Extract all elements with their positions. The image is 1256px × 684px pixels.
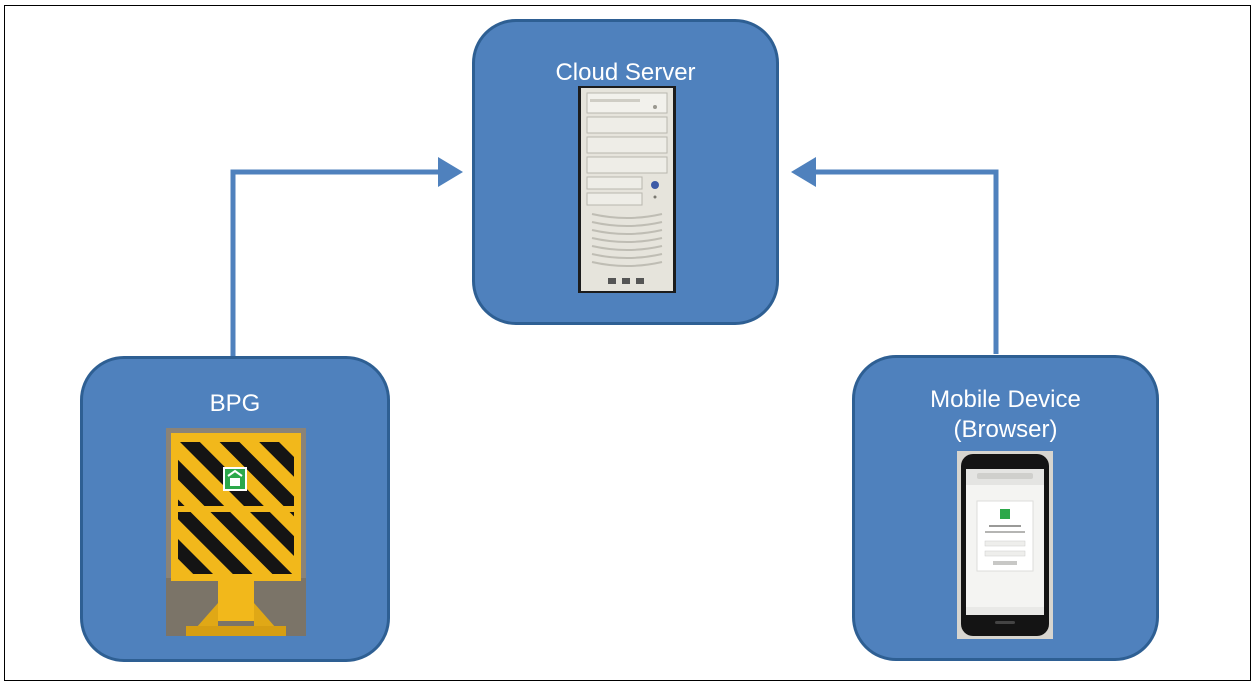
bpg-hazard-box-icon — [166, 428, 306, 636]
smartphone-browser-icon — [957, 451, 1053, 639]
mobile-device-label-line2: (Browser) — [953, 416, 1058, 443]
server-tower-icon — [578, 86, 676, 293]
bpg-label: BPG — [209, 390, 261, 417]
bpg-node: BPG — [80, 356, 390, 662]
mobile-device-label: Mobile Device (Browser) — [855, 385, 1156, 445]
cloud-server-label: Cloud Server — [555, 59, 696, 86]
cloud-server-node: Cloud Server — [472, 19, 779, 325]
mobile-device-label-line1: Mobile Device — [930, 386, 1081, 413]
diagram-frame — [4, 5, 1251, 681]
mobile-device-node: Mobile Device (Browser) — [852, 355, 1159, 661]
